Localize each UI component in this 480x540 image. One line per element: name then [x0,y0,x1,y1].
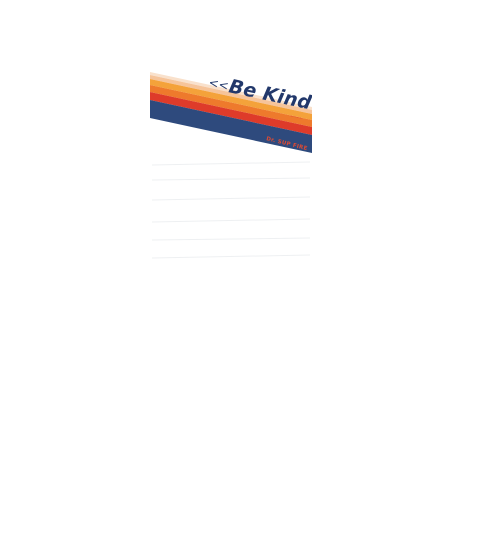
retro-stripes [150,72,312,153]
stripe-cream [150,72,312,110]
small-signature-mark: ~~~~ [290,114,303,120]
be-kind-artwork: << Be Kind ~~~~ Dr. SUP FIRE [150,72,312,259]
stripe-orange [150,85,312,127]
stripe-amber [150,79,312,120]
stripe-navy [150,100,312,153]
stripe-red [150,92,312,135]
chevron-icon: << [207,75,230,93]
stripe-peach [150,75,312,114]
faint-texture-lines [151,161,311,259]
